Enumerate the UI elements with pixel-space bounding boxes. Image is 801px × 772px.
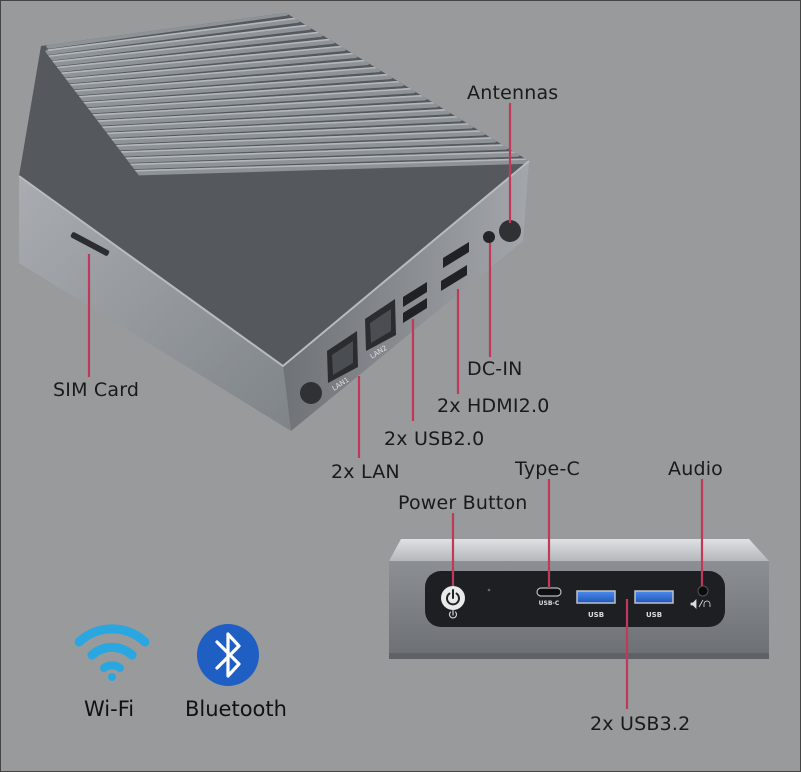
usb-right-mark: USB <box>646 611 662 619</box>
label-usb3: 2x USB3.2 <box>590 713 691 735</box>
label-hdmi: 2x HDMI2.0 <box>437 395 550 417</box>
usb-c-port <box>536 587 562 597</box>
audio-jack <box>697 585 709 597</box>
label-audio: Audio <box>668 458 724 480</box>
label-power-button: Power Button <box>398 492 528 514</box>
usb-c-mark: USB-C <box>539 600 560 607</box>
usb2-ports <box>403 282 427 323</box>
usb3-port-left <box>576 590 616 604</box>
label-wifi: Wi-Fi <box>84 697 135 721</box>
heatsink-fins <box>41 13 529 179</box>
usb3-port-right <box>634 590 674 604</box>
usb-left-mark: USB <box>588 611 604 619</box>
label-dc-in: DC-IN <box>467 358 523 380</box>
bluetooth-icon <box>197 624 259 686</box>
front-device: USB-C USB USB <box>389 539 769 659</box>
label-type-c: Type-C <box>515 458 580 480</box>
label-antennas: Antennas <box>467 82 559 104</box>
label-bluetooth: Bluetooth <box>185 697 287 721</box>
sim-slot <box>70 232 110 256</box>
label-sim-card: SIM Card <box>53 379 140 401</box>
power-icon <box>446 589 460 606</box>
label-lan: 2x LAN <box>331 461 400 483</box>
side-round-button <box>300 382 322 404</box>
label-usb2: 2x USB2.0 <box>384 428 485 450</box>
antenna-connector <box>499 220 521 242</box>
dc-in-jack <box>483 231 495 243</box>
top-device: LAN1 LAN2 <box>18 13 530 431</box>
headphone-icon <box>690 599 711 609</box>
callout-lines <box>87 103 704 709</box>
hdmi-ports <box>441 242 469 291</box>
front-port-strip <box>425 571 725 627</box>
wifi-icon <box>74 624 150 681</box>
